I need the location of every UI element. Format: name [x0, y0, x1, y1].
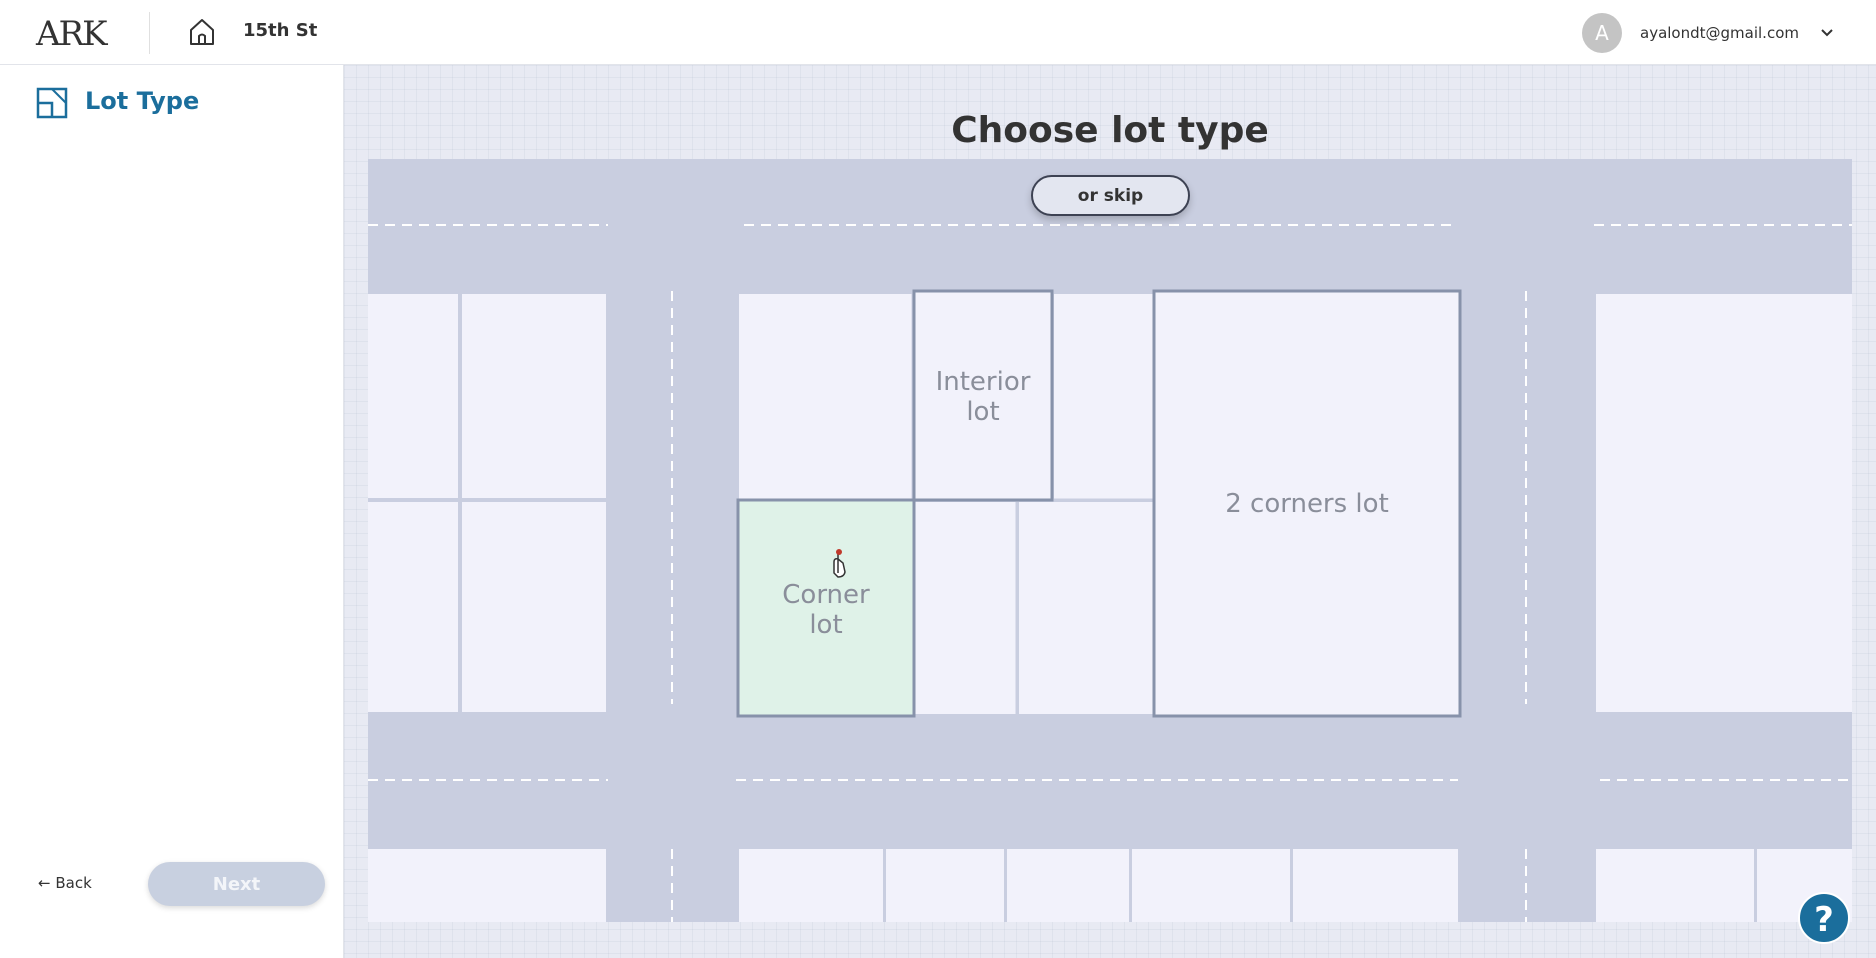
corner-lot-label-1: Corner: [782, 580, 870, 610]
road-lane-markings: [368, 224, 1852, 922]
corner-lot-label-2: lot: [809, 610, 842, 640]
corner-lot[interactable]: Corner lot: [736, 498, 916, 718]
avatar[interactable]: A: [1582, 13, 1622, 53]
back-button[interactable]: ← Back: [38, 874, 92, 892]
user-email[interactable]: ayalondt@gmail.com: [1640, 24, 1799, 42]
top-bar: ARK 15th St A ayalondt@gmail.com: [0, 0, 1876, 65]
lot-map: Interior lot Corner lot 2 corners lot: [368, 159, 1852, 922]
middle-lots: [739, 294, 1153, 714]
help-button[interactable]: ?: [1798, 892, 1850, 944]
bottom-lots: [368, 849, 1852, 922]
lot-type-icon: [36, 87, 68, 119]
interior-lot-label-1: Interior: [936, 367, 1031, 397]
interior-lot[interactable]: Interior lot: [912, 289, 1054, 502]
hand-cursor-icon: [833, 549, 846, 578]
sidebar: Lot Type ← Back Next: [0, 65, 344, 958]
next-button[interactable]: Next: [148, 862, 325, 906]
right-lot: [1596, 294, 1852, 712]
app-logo[interactable]: ARK: [36, 14, 108, 54]
project-name: 15th St: [243, 20, 318, 41]
header-divider: [149, 12, 150, 54]
two-corners-lot-label: 2 corners lot: [1225, 489, 1389, 519]
step-title: Lot Type: [85, 87, 200, 115]
interior-lot-label-2: lot: [966, 397, 999, 427]
home-icon[interactable]: [186, 16, 218, 48]
left-lots: [368, 294, 606, 712]
chevron-down-icon[interactable]: [1818, 24, 1836, 42]
page-title: Choose lot type: [951, 110, 1269, 151]
two-corners-lot[interactable]: 2 corners lot: [1152, 289, 1462, 718]
skip-button[interactable]: or skip: [1031, 175, 1190, 216]
